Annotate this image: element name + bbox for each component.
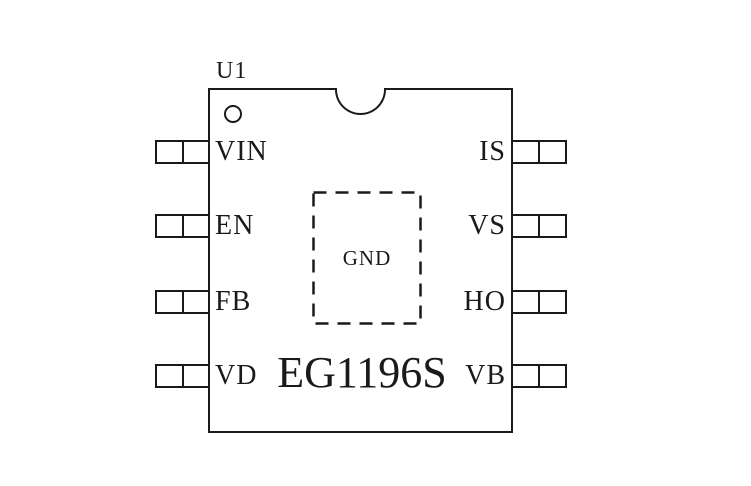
gnd-pad-label: GND bbox=[342, 245, 392, 270]
pin-box-vb bbox=[511, 364, 567, 388]
pin-label-fb: FB bbox=[215, 286, 252, 317]
pin-box-ho bbox=[511, 290, 567, 314]
pin-divider bbox=[181, 292, 184, 312]
pin-label-vb: VB bbox=[465, 360, 506, 391]
pin-label-is: IS bbox=[479, 136, 506, 167]
pin1-indicator-dot bbox=[224, 105, 242, 123]
pin-divider bbox=[181, 366, 184, 386]
pin-divider bbox=[181, 142, 184, 162]
part-number: EG1196S bbox=[277, 348, 447, 397]
pin-divider bbox=[538, 142, 540, 162]
pin-label-en: EN bbox=[215, 210, 255, 241]
pin-box-en bbox=[155, 214, 210, 238]
pin-box-vin bbox=[155, 140, 210, 164]
pin-label-vd: VD bbox=[215, 360, 258, 391]
gnd-pad: GND bbox=[312, 191, 422, 325]
pin-divider bbox=[538, 366, 540, 386]
gnd-pad-outline bbox=[312, 191, 422, 325]
reference-designator: U1 bbox=[216, 58, 248, 84]
pin-label-ho: HO bbox=[463, 286, 506, 317]
pin-box-is bbox=[511, 140, 567, 164]
pin1-notch bbox=[335, 87, 386, 115]
pin-label-vin: VIN bbox=[215, 136, 268, 167]
pin-box-vd bbox=[155, 364, 210, 388]
ic-body bbox=[208, 87, 513, 433]
pin-box-fb bbox=[155, 290, 210, 314]
pin-box-vs bbox=[511, 214, 567, 238]
pin-divider bbox=[538, 292, 540, 312]
pin-divider bbox=[538, 216, 540, 236]
pin-divider bbox=[181, 216, 184, 236]
pin-label-vs: VS bbox=[468, 210, 506, 241]
